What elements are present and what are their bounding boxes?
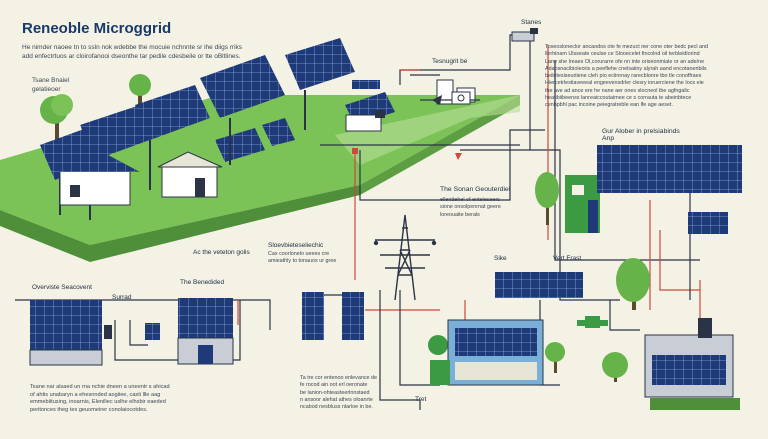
label-overview: Overviste Seacovent [32,284,92,291]
paragraph-right-top: Toseosloneclor ancaodos ote fe mezuct ne… [545,44,709,109]
label-mid-left: Ac the veteton golis [193,249,250,256]
label-mid-left-2: Sloevbieteseliechic [268,242,324,249]
solar-panel-center-2 [342,292,364,340]
storage-unit-icon [644,318,740,410]
green-battery-icon [577,316,608,328]
arrow-icon [432,95,442,105]
tree-icon [428,335,448,355]
paragraph-bottom-center: Ta tre cor entenoo enlevance de fe rocod… [300,375,378,411]
tree-icon [129,74,151,110]
solar-array-hill [40,38,395,220]
tree-icon [535,172,559,225]
label-center-mid-sub: ellenttehel of enteleseers sione onsolpe… [440,197,501,218]
subtitle: He nimder naoee tn to ssln nok wdebbe th… [22,44,243,60]
transformer-icon [451,91,471,105]
right-building [565,145,742,234]
label-sike: Sike [494,255,507,262]
solar-panel-center-1 [302,292,324,340]
inverter-panel-icon [430,319,544,386]
tree-icon [602,352,628,382]
label-top-left: Tsane Bnaiel gelatieoer [32,77,70,93]
solar-array-bottom-left [29,298,234,366]
tree-icon [545,342,565,373]
red-arrow-icon [455,153,462,160]
label-vert-frast: Vert Frast [553,255,582,262]
paragraph-bottom-left: Tsane nar alsaed un rna nchie dneen a un… [30,384,170,413]
label-right-top: Gur Alober in prelsiabinds Anp [602,128,680,142]
building-icon [157,151,223,198]
page-title: Reneoble Microggrid [22,20,172,37]
label-mid-left-2-sub: Cax coorlonelo ueees cre amieathly to to… [268,251,337,265]
transmission-tower-icon [373,214,437,301]
solar-panel-mid-right [495,272,583,298]
label-station: Stanes [521,19,542,26]
label-center-mid: The Sonan Geouterdiel [440,186,511,193]
label-benedded: The Benedided [180,279,225,286]
tree-icon [40,94,73,140]
label-tret: Tret [415,396,427,403]
label-transport: Tesnugrit be [432,58,468,65]
label-surrad: Surrad [112,294,132,301]
station-box-icon [511,28,538,42]
tree-icon [616,258,650,310]
house-icon [55,148,140,206]
road-strip [335,95,520,165]
